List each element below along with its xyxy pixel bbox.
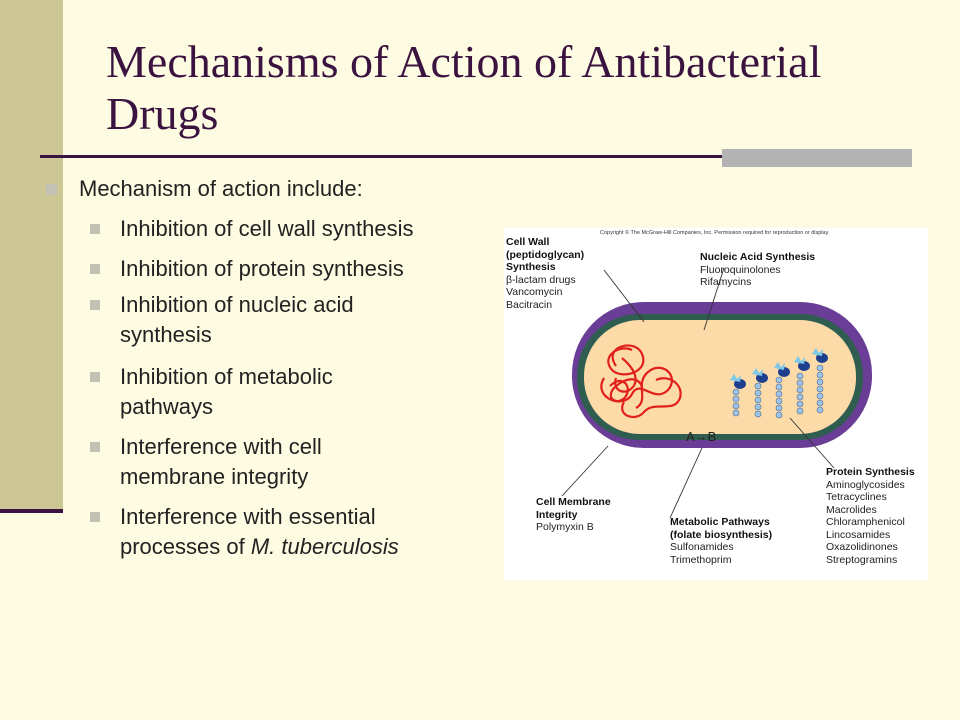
drug-name: Fluoroquinolones [700, 263, 781, 276]
drug-name: Oxazolidinones [826, 541, 898, 553]
drug-name: Rifamycins [700, 276, 752, 288]
drug-name: Aminoglycosides [826, 478, 905, 491]
sub-bullet-text: Inhibition of metabolic pathways [120, 364, 333, 419]
sub-bullet-text: Interference with essential processes of… [120, 502, 480, 562]
metabolic-pathways-label: Metabolic Pathways (folate biosynthesis)… [670, 516, 772, 566]
ribosome-chains [730, 348, 828, 419]
protein-synthesis-label: Protein Synthesis Aminoglycosides Tetrac… [826, 466, 915, 566]
title-underline [40, 155, 912, 158]
dna-coil [600, 344, 682, 419]
bullet-square-icon [90, 224, 100, 234]
drug-name: Polymyxin B [536, 521, 594, 533]
nucleic-acid-label: Nucleic Acid Synthesis Fluoroquinolones … [700, 251, 815, 289]
antibacterial-targets-figure: Copyright © The McGraw-Hill Companies, I… [504, 228, 928, 580]
cell-membrane-label: Cell Membrane Integrity Polymyxin B [536, 496, 611, 534]
membrane-heading: Integrity [536, 508, 578, 521]
leader-lines [561, 267, 835, 519]
sub-bullet-text: Inhibition of nucleic acid synthesis [120, 292, 354, 347]
nucleic-acid-heading: Nucleic Acid Synthesis [700, 251, 816, 263]
bullet-square-icon [90, 442, 100, 452]
drug-name: Bacitracin [506, 298, 553, 311]
sub-bullet-text: Inhibition of cell wall synthesis [120, 216, 414, 241]
cell-wall-heading: Synthesis [506, 261, 556, 273]
drug-name: Lincosamides [826, 528, 891, 541]
bullet-square-icon [90, 264, 100, 274]
cytoplasm [584, 320, 856, 434]
bullet-square-icon [90, 372, 100, 382]
drug-name: Streptogramins [826, 553, 898, 566]
cell-wall-label: Cell Wall (peptidoglycan) Synthesis β-la… [506, 236, 584, 311]
metabolic-heading: Metabolic Pathways [670, 516, 770, 528]
drug-name: Tetracyclines [826, 491, 887, 503]
drug-name: β-lactam drugs [506, 273, 576, 286]
figure-copyright: Copyright © The McGraw-Hill Companies, I… [600, 230, 830, 236]
sub-bullet-text: Interference with cell membrane integrit… [120, 434, 322, 489]
slide-title: Mechanisms of Action of Antibacterial Dr… [106, 36, 822, 139]
protein-heading: Protein Synthesis [826, 466, 915, 478]
left-accent-bar [0, 0, 63, 510]
drug-name: Macrolides [826, 503, 877, 516]
drug-name: Vancomycin [506, 286, 563, 298]
title-accent-block [722, 149, 912, 167]
left-accent-rule [0, 509, 63, 513]
pathway-label: A→B [686, 429, 717, 444]
drug-name: Sulfonamides [670, 541, 734, 553]
cell-diagram [561, 267, 872, 519]
cell-wall-heading: (peptidoglycan) [506, 248, 585, 261]
drug-name: Chloramphenicol [826, 516, 905, 528]
membrane-heading: Cell Membrane [536, 496, 611, 508]
last-bullet-italic: M. tuberculosis [250, 534, 399, 559]
main-bullet-text: Mechanism of action include: [79, 176, 363, 201]
metabolic-heading: (folate biosynthesis) [670, 528, 773, 541]
sub-bullet-text: Inhibition of protein synthesis [120, 256, 404, 281]
bullet-square-icon [90, 512, 100, 522]
cell-wall-heading: Cell Wall [506, 236, 550, 248]
last-bullet-prefix: Interference with essential processes of [120, 504, 376, 559]
bullet-square-icon [90, 300, 100, 310]
drug-name: Trimethoprim [670, 553, 732, 566]
bullet-square-icon [46, 184, 57, 195]
